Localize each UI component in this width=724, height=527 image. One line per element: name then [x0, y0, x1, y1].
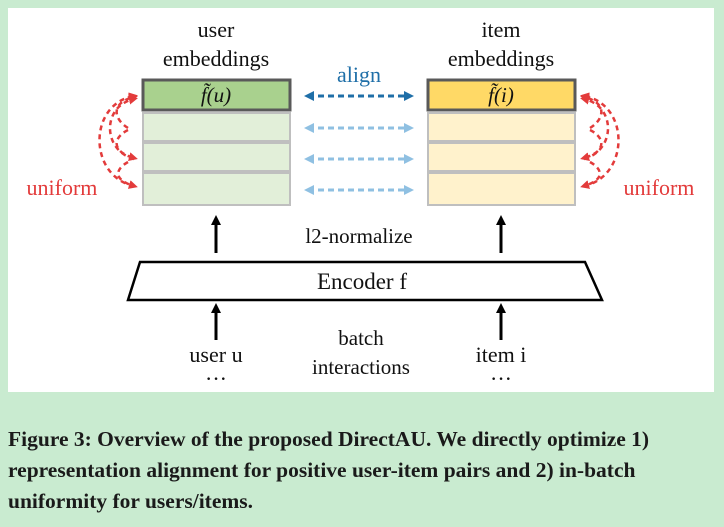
- item-header-line2: embeddings: [448, 46, 554, 71]
- encoder-label: Encoder f: [317, 269, 407, 294]
- uniform-label-right: uniform: [624, 175, 695, 200]
- figure-caption: Figure 3: Overview of the proposed Direc…: [8, 427, 650, 513]
- item-embedding-top-row: [426, 78, 577, 112]
- user-header-line1: user: [198, 17, 235, 42]
- user-embedding-row: [142, 112, 291, 142]
- align-label: align: [337, 62, 381, 87]
- batch-label-line2: interactions: [312, 355, 410, 379]
- item-ellipsis: ···: [490, 366, 512, 391]
- user-embedding-label: f̃(u): [201, 83, 231, 107]
- item-embedding-row: [427, 172, 576, 206]
- directau-diagram: user embeddings item embeddings f̃(u) f̃…: [27, 17, 695, 391]
- item-header-line1: item: [481, 17, 520, 42]
- encoder-box: [126, 260, 604, 302]
- user-embedding-top-row: [141, 78, 292, 112]
- uniform-label-left: uniform: [27, 175, 98, 200]
- item-embedding-row: [427, 112, 576, 142]
- batch-label-line1: batch: [338, 326, 384, 350]
- figure-panel: user embeddings item embeddings f̃(u) f̃…: [8, 8, 714, 392]
- item-input-label: item i: [476, 342, 527, 367]
- user-embedding-table: f̃(u): [141, 78, 292, 206]
- user-input-label: user u: [189, 342, 242, 367]
- item-embedding-row: [427, 142, 576, 172]
- item-embedding-label: f̃(i): [488, 83, 514, 107]
- uniform-arrows-left: [98, 92, 138, 189]
- user-ellipsis: ···: [205, 366, 227, 391]
- user-embedding-row: [142, 142, 291, 172]
- uniform-arrows-right: [580, 92, 620, 189]
- user-header-line2: embeddings: [163, 46, 269, 71]
- normalize-label: l2-normalize: [305, 224, 412, 248]
- item-embedding-table: f̃(i): [426, 78, 577, 206]
- user-embedding-row: [142, 172, 291, 206]
